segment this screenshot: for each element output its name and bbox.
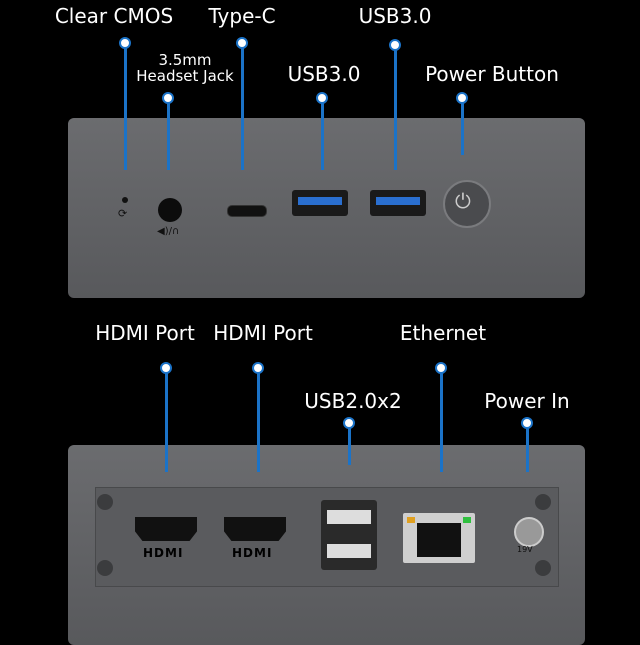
label-power-button: Power Button bbox=[425, 62, 559, 86]
ethernet-socket bbox=[417, 523, 461, 557]
hdmi-logo: HDMI bbox=[232, 546, 273, 560]
hdmi-port-2 bbox=[224, 517, 286, 541]
label-hdmi-1: HDMI Port bbox=[95, 321, 195, 345]
headset-icon: ◀)/∩ bbox=[157, 226, 180, 237]
pointer-line bbox=[526, 423, 529, 472]
pointer-line bbox=[348, 423, 351, 465]
pointer-line bbox=[257, 368, 260, 472]
power-button[interactable] bbox=[443, 180, 491, 228]
pointer-line bbox=[440, 368, 443, 472]
label-clear-cmos: Clear CMOS bbox=[54, 4, 174, 28]
screw bbox=[535, 494, 551, 510]
pointer-line bbox=[321, 98, 324, 170]
pointer-line bbox=[241, 43, 244, 170]
label-power-in: Power In bbox=[484, 389, 570, 413]
pointer-line bbox=[124, 43, 127, 170]
pointer-line bbox=[461, 98, 464, 155]
pointer-dot bbox=[162, 92, 174, 104]
pointer-dot bbox=[160, 362, 172, 374]
power-icon: ⏻ bbox=[455, 189, 471, 213]
pointer-dot bbox=[252, 362, 264, 374]
pointer-dot bbox=[119, 37, 131, 49]
pointer-dot bbox=[435, 362, 447, 374]
pointer-line bbox=[167, 98, 170, 170]
pointer-dot bbox=[521, 417, 533, 429]
usb3-port-a bbox=[292, 190, 348, 216]
label-headset-jack-line1: 3.5mm bbox=[158, 51, 212, 69]
screw bbox=[97, 494, 113, 510]
usb3-port-b bbox=[370, 190, 426, 216]
reset-icon: ⟳ bbox=[118, 207, 128, 220]
screw bbox=[535, 560, 551, 576]
label-ethernet: Ethernet bbox=[399, 321, 487, 345]
headset-jack bbox=[158, 198, 182, 222]
screw bbox=[97, 560, 113, 576]
ethernet-port bbox=[403, 513, 475, 563]
pointer-line bbox=[165, 368, 168, 472]
pointer-dot bbox=[236, 37, 248, 49]
label-type-c: Type-C bbox=[208, 4, 276, 28]
label-hdmi-2: HDMI Port bbox=[213, 321, 313, 345]
ethernet-led-green bbox=[463, 517, 471, 523]
label-usb3-b: USB3.0 bbox=[358, 4, 432, 28]
pointer-dot bbox=[456, 92, 468, 104]
hdmi-logo: HDMI bbox=[143, 546, 184, 560]
dc-power-jack bbox=[514, 517, 544, 547]
usb2-port-1 bbox=[327, 510, 371, 524]
pointer-line bbox=[394, 45, 397, 170]
hdmi-port-1 bbox=[135, 517, 197, 541]
dc-voltage-label: 19V bbox=[517, 545, 533, 554]
usb2-port-2 bbox=[327, 544, 371, 558]
type-c-port bbox=[227, 205, 267, 217]
clear-cmos-hole bbox=[122, 197, 128, 203]
ethernet-led-amber bbox=[407, 517, 415, 523]
pointer-dot bbox=[389, 39, 401, 51]
pointer-dot bbox=[343, 417, 355, 429]
label-usb2: USB2.0x2 bbox=[304, 389, 402, 413]
pointer-dot bbox=[316, 92, 328, 104]
label-headset-jack-line2: Headset Jack bbox=[136, 67, 234, 85]
usb2-ports bbox=[321, 500, 377, 570]
label-usb3-a: USB3.0 bbox=[287, 62, 361, 86]
